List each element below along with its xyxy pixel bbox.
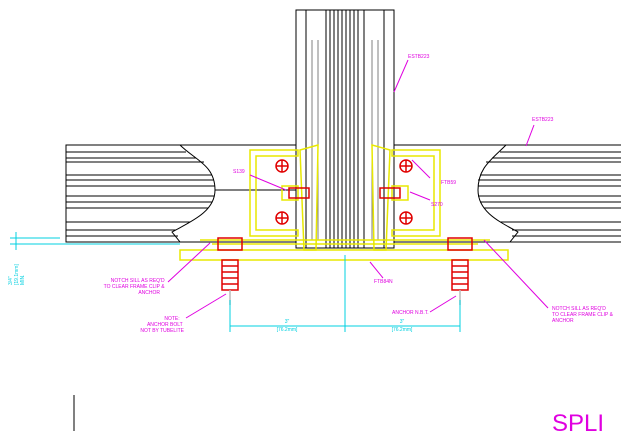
label-estb223-top: ESTB223 xyxy=(408,54,430,60)
leader-lines xyxy=(167,59,549,319)
label-notch-left-line1: NOTCH SILL AS REQ'D xyxy=(111,278,165,284)
label-note-line3: NOT BY TUBELITE xyxy=(140,328,184,334)
dim-left-mm: [76.2mm] xyxy=(277,327,298,333)
dim-vertical-line1: 3/4" xyxy=(8,276,14,285)
vertical-mullion xyxy=(295,9,395,249)
label-note: NOTE: ANCHOR BOLT NOT BY TUBELITE xyxy=(140,316,184,334)
label-s270: S270 xyxy=(431,202,443,208)
anchor-bolts xyxy=(217,237,473,305)
dimension-labels: 3" [76.2mm] 3" [76.2mm] 3/4" [19.1mm] MI… xyxy=(8,264,413,333)
dim-vertical-line2: [19.1mm] xyxy=(14,264,20,285)
dim-right-in: 3" xyxy=(400,319,405,325)
label-notch-left-line2: TO CLEAR FRAME CLIP & xyxy=(104,284,166,290)
label-notch-right: NOTCH SILL AS REQ'D TO CLEAR FRAME CLIP … xyxy=(552,306,614,324)
label-notch-right-line1: NOTCH SILL AS REQ'D xyxy=(552,306,606,312)
dim-vertical: 3/4" [19.1mm] MIN. xyxy=(8,264,26,285)
label-ftb59: FTB59 xyxy=(441,180,456,186)
dimension-lines xyxy=(10,232,461,332)
label-estb223-right: ESTB223 xyxy=(532,117,554,123)
labels: ESTB223 ESTB223 S139 FTB59 S270 FTB84N N… xyxy=(104,54,614,334)
label-notch-right-line3: ANCHOR xyxy=(552,318,574,324)
label-notch-left: NOTCH SILL AS REQ'D TO CLEAR FRAME CLIP … xyxy=(104,278,166,296)
dim-vertical-line3: MIN. xyxy=(20,274,26,285)
label-note-line2: ANCHOR BOLT xyxy=(147,322,183,328)
label-anchor-nbt: ANCHOR N.B.T. xyxy=(392,310,429,316)
subsill xyxy=(179,239,509,261)
label-ftb84n: FTB84N xyxy=(374,279,393,285)
drawing-title: SPLI xyxy=(552,410,604,431)
right-horizontal-sill xyxy=(394,144,621,243)
dim-left-in: 3" xyxy=(285,319,290,325)
dim-right-mm: [76.2mm] xyxy=(392,327,413,333)
label-notch-left-line3: ANCHOR xyxy=(138,290,160,296)
label-s139: S139 xyxy=(233,169,245,175)
fasteners xyxy=(275,159,413,225)
left-horizontal-sill xyxy=(65,144,296,243)
label-note-line1: NOTE: xyxy=(164,316,179,322)
label-notch-right-line2: TO CLEAR FRAME CLIP & xyxy=(552,312,614,318)
